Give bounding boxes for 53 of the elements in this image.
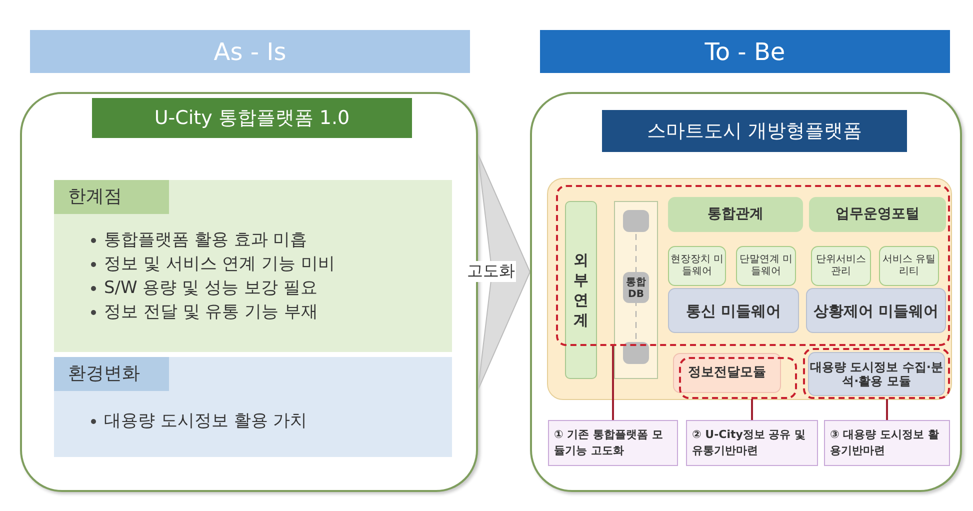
callout-text: ② U-City정보 공유 및 유통기반마련 xyxy=(692,427,807,459)
module-box xyxy=(668,246,726,286)
title-text: As - Is xyxy=(214,38,286,66)
bullet-item: 통합플랫폼 활용 효과 미흡 xyxy=(104,229,308,252)
header-band xyxy=(30,30,470,73)
leader-line xyxy=(886,399,888,420)
bullet-item: 대용량 도시정보 활용 가치 xyxy=(104,410,308,433)
title-bar xyxy=(92,98,412,138)
dashed-region xyxy=(679,357,797,399)
title-text: U-City 통합플랫폼 1.0 xyxy=(154,106,350,131)
bullet-item: S/W 용량 및 성능 보강 필요 xyxy=(104,277,318,300)
callout-box xyxy=(686,420,818,466)
title-text: 스마트도시 개방형플랫폼 xyxy=(646,119,862,144)
box-label: 정보전달모듈 xyxy=(688,365,766,381)
box-label: 상황제어 미들웨어 xyxy=(813,302,939,320)
bullet-item: 정보 전달 및 유통 기능 부재 xyxy=(104,301,320,324)
box-label: 업무운영포털 xyxy=(836,206,920,223)
leader-line xyxy=(612,346,614,420)
module-box xyxy=(673,353,781,393)
database-label: 통합 DB xyxy=(623,272,649,303)
module-box xyxy=(806,288,946,333)
header-band xyxy=(540,30,950,73)
section-panel xyxy=(54,357,452,457)
platform-area xyxy=(547,178,952,400)
database-column xyxy=(614,201,658,379)
callout-text: ① 기존 통합플랫폼 모듈기능 고도화 xyxy=(554,427,664,459)
module-box xyxy=(736,246,796,286)
callout-box xyxy=(824,420,950,466)
box-label: 현장장치 미들웨어 xyxy=(669,254,725,278)
module-box xyxy=(879,246,939,286)
module-box xyxy=(811,246,871,286)
module-box xyxy=(809,197,946,232)
title-bar xyxy=(602,110,907,152)
rounded-panel xyxy=(530,92,962,492)
section-heading: 한계점 xyxy=(54,180,169,214)
callout-box xyxy=(548,420,678,466)
module-box xyxy=(668,288,799,333)
edge-label: 고도화 xyxy=(466,261,516,282)
box-label: 통신 미들웨어 xyxy=(686,302,782,320)
box-label: 서비스 유틸리티 xyxy=(881,254,937,278)
box-label: 통합관계 xyxy=(708,206,764,223)
section-heading: 환경변화 xyxy=(54,357,169,391)
vertical-label: 외부연계 xyxy=(572,250,590,330)
module-box xyxy=(668,197,803,232)
box-label: 단말연계 미들웨어 xyxy=(738,254,794,278)
section-panel xyxy=(54,180,452,352)
module-box xyxy=(565,201,597,379)
leader-line xyxy=(751,399,753,420)
bullet-item: 정보 및 서비스 연계 기능 미비 xyxy=(104,253,336,276)
title-text: To - Be xyxy=(704,38,786,66)
box-label: 단위서비스 관리 xyxy=(815,254,867,278)
callout-text: ③ 대용량 도시정보 활용기반마련 xyxy=(830,427,940,459)
box-label: 대용량 도시정보 수집·분석·활용 모듈 xyxy=(809,360,944,388)
